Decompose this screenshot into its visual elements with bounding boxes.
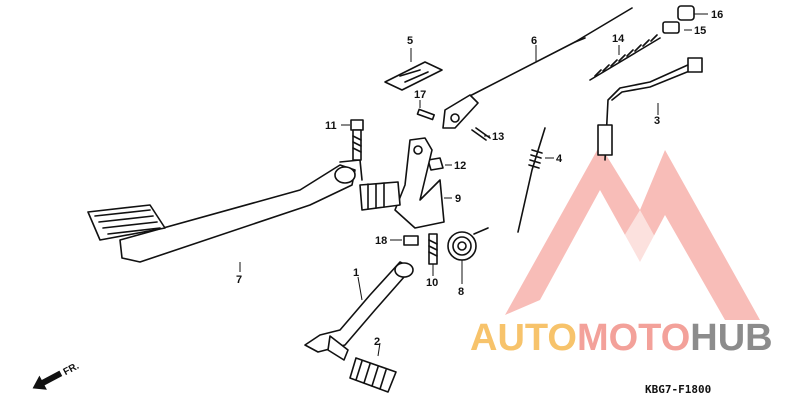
callout-14: 14 (612, 33, 625, 45)
watermark-part2: MOTO (577, 317, 690, 359)
leader-lines (239, 13, 708, 357)
rubber-2 (349, 357, 397, 393)
shift-lever-1 (304, 261, 414, 361)
callout-8: 8 (458, 286, 464, 298)
callout-17: 17 (414, 89, 426, 101)
nut-12 (427, 157, 444, 171)
plate-5 (384, 61, 443, 91)
rod-3 (597, 57, 703, 161)
callout-3: 3 (654, 115, 660, 127)
callout-labels: 1 2 3 4 5 6 7 8 9 10 11 12 13 14 15 16 1… (236, 9, 723, 348)
spring-4 (517, 127, 546, 233)
bolt-11 (350, 119, 364, 161)
spring-14 (589, 34, 661, 81)
brake-pedal-arm (87, 159, 363, 263)
callout-13: 13 (492, 131, 504, 143)
front-label: FR. (62, 361, 82, 378)
callout-16: 16 (711, 9, 723, 21)
callout-9: 9 (455, 193, 461, 205)
callout-12: 12 (454, 160, 466, 172)
watermark-part3: HUB (690, 317, 772, 359)
callout-7: 7 (236, 274, 242, 286)
svg-text:AUTOMOTOHUB: AUTOMOTOHUB (470, 317, 773, 359)
callout-10: 10 (426, 277, 438, 289)
callout-18: 18 (375, 235, 387, 247)
watermark-logo (505, 145, 760, 320)
callout-6: 6 (531, 35, 537, 47)
callout-11: 11 (325, 120, 337, 132)
watermark-text: AUTOMOTOHUB (470, 317, 773, 359)
cable-6-assembly (416, 7, 633, 129)
callout-4: 4 (556, 153, 563, 165)
callout-2: 2 (374, 336, 380, 348)
callout-15: 15 (694, 25, 706, 37)
callout-5: 5 (407, 35, 413, 47)
bolt-18 (403, 235, 419, 246)
spring-8 (447, 227, 489, 261)
brake-arm-9 (359, 137, 445, 229)
watermark-part1: AUTO (470, 317, 577, 359)
cap-16 (677, 5, 695, 21)
front-direction-arrow: FR. (32, 361, 82, 390)
nut-15 (662, 21, 680, 34)
callout-1: 1 (353, 267, 359, 279)
pin-13 (471, 127, 491, 141)
bolt-10 (428, 233, 438, 265)
figure-code: KBG7-F1800 (645, 383, 711, 396)
